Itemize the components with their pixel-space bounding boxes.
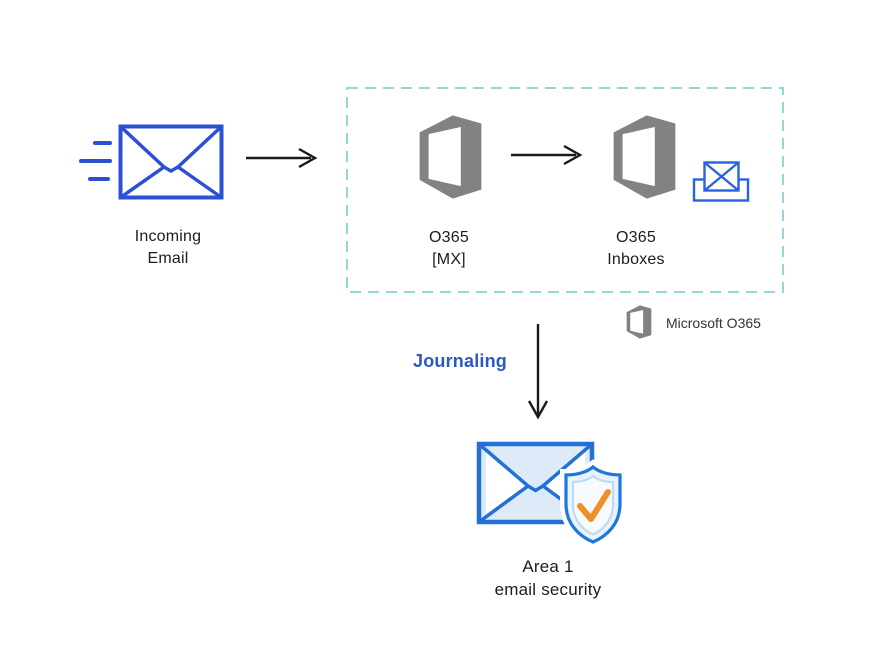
journaling-label: Journaling xyxy=(412,351,507,371)
incoming-email-label-line1: Incoming xyxy=(134,228,202,245)
area1-label-line1: Area 1 xyxy=(522,557,574,576)
arrow-down-icon xyxy=(527,324,549,420)
o365-mx-label-line2: [MX] xyxy=(432,251,466,268)
incoming-email-label-line2: Email xyxy=(147,250,189,267)
area1-label-line2: email security xyxy=(494,579,602,599)
o365-boundary-dashed-box xyxy=(346,87,784,293)
office-logo-icon xyxy=(613,115,676,199)
shield-check-icon xyxy=(560,459,626,549)
office-logo-icon xyxy=(419,115,482,199)
o365-inboxes-label-line2: Inboxes xyxy=(607,251,665,268)
office-logo-icon xyxy=(626,305,652,339)
o365-mx-label-line1: O365 xyxy=(429,229,469,246)
incoming-envelope-icon xyxy=(118,124,224,200)
arrow-right-icon xyxy=(511,144,583,166)
speed-line-icon xyxy=(93,141,112,145)
incoming-email-label: Incoming Email xyxy=(98,226,238,270)
o365-inboxes-label: O365 Inboxes xyxy=(574,227,698,271)
o365-inboxes-label-line1: O365 xyxy=(616,229,656,246)
speed-line-icon xyxy=(79,159,112,163)
area1-label: Area 1 email security xyxy=(478,556,618,601)
arrow-right-icon xyxy=(246,147,318,169)
o365-mx-label: O365 [MX] xyxy=(387,227,511,271)
legend-label: Microsoft O365 xyxy=(666,315,761,331)
inbox-tray-icon xyxy=(692,161,750,202)
speed-line-icon xyxy=(88,177,110,181)
